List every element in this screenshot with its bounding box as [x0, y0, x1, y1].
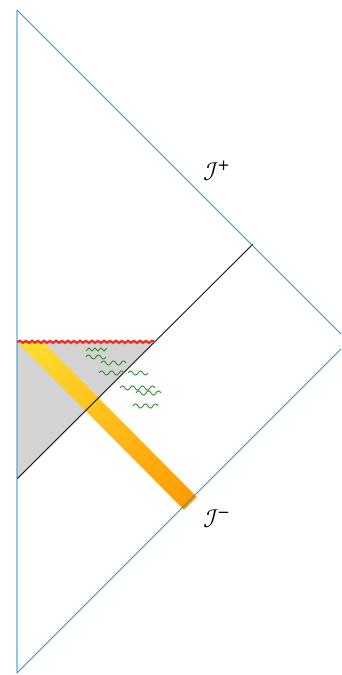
hawking-radiation: [85, 347, 162, 409]
scri-minus-symbol: ℐ: [203, 505, 218, 533]
singularity: [16, 339, 156, 345]
scri-plus-label: ℐ+: [203, 156, 230, 186]
radiation-wave: [100, 360, 127, 366]
scri-minus-superscript: −: [217, 503, 230, 521]
scri-plus-symbol: ℐ: [203, 158, 218, 186]
radiation-wave: [119, 385, 156, 391]
radiation-wave: [98, 370, 125, 376]
event-horizon: [16, 243, 254, 480]
past-null-infinity: [16, 348, 342, 674]
radiation-wave: [85, 347, 108, 352]
radiation-wave: [135, 390, 162, 396]
scri-minus-label: ℐ−: [203, 503, 230, 533]
scri-plus-superscript: +: [217, 156, 230, 174]
collapsing-shell: [17, 342, 197, 510]
radiation-wave: [85, 354, 107, 360]
future-null-infinity: [16, 9, 342, 335]
radiation-wave: [127, 370, 149, 376]
radiation-wave: [132, 403, 159, 409]
